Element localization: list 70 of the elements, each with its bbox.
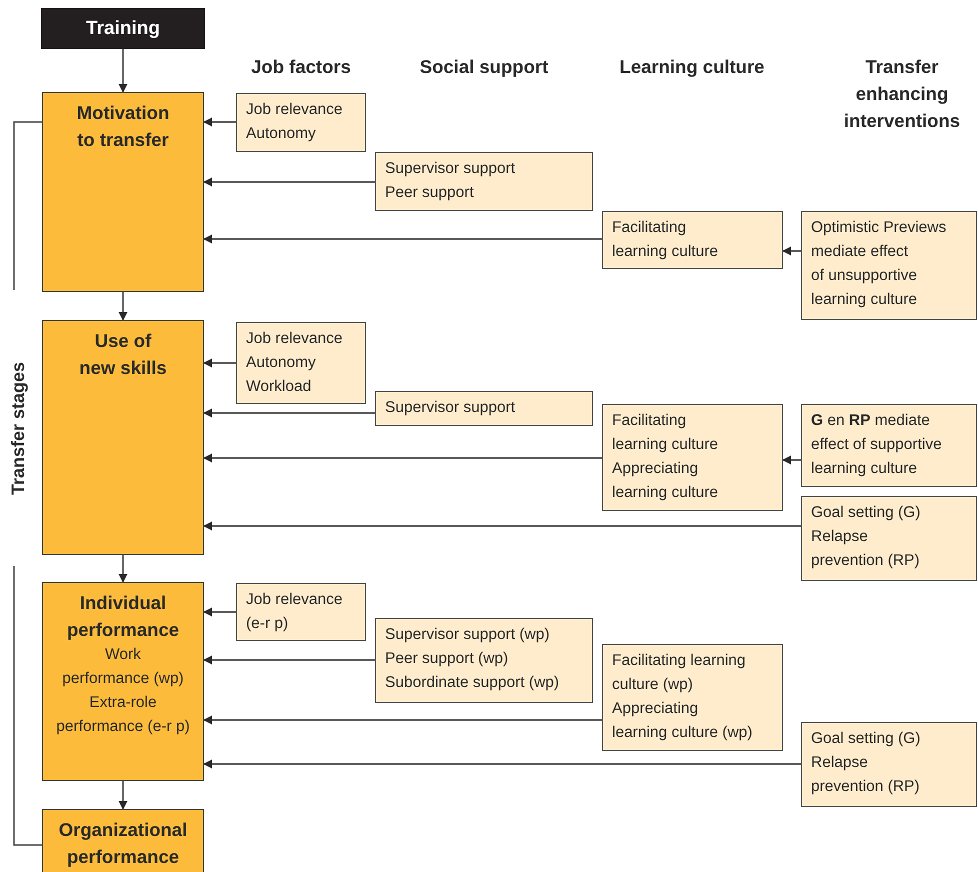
column-header: Social support [418, 55, 550, 79]
arrow [203, 118, 236, 126]
factor-text: Autonomy [246, 124, 317, 144]
factor-text: G en RP mediate effect of supportive learning culture [811, 411, 943, 479]
factor-text: Job relevance [246, 100, 344, 120]
arrow [203, 716, 602, 724]
factor-text: Peer support (wp) [385, 649, 510, 669]
arrow [782, 456, 801, 464]
stage-title: Motivation to transfer [76, 101, 170, 152]
factor-text: Peer support [385, 183, 475, 203]
factor-box [236, 583, 366, 641]
factor-text: Job relevance (e-r p) [246, 590, 344, 634]
arrow [203, 522, 801, 530]
factor-box [375, 391, 593, 426]
stage-title: Use of new skills [78, 329, 168, 380]
factor-box [801, 496, 977, 581]
arrow [203, 408, 375, 418]
bracket-label: Transfer stages [7, 360, 29, 497]
arrow [203, 760, 801, 768]
factor-text: Supervisor support (wp) [385, 625, 551, 645]
stage-title: Organizational performance [58, 818, 188, 869]
arrow [203, 454, 602, 462]
column-header: Job factors [250, 55, 352, 79]
factor-text: Goal setting (G) [811, 503, 922, 523]
arrow [203, 608, 236, 616]
arrow [203, 358, 236, 368]
arrow [203, 234, 602, 244]
factor-text: Relapse prevention (RP) [811, 527, 921, 571]
arrow [203, 178, 375, 186]
factor-text: Facilitating learning culture [612, 218, 719, 262]
factor-text: Workload [246, 377, 312, 397]
factor-text: Appreciating learning culture (wp) [612, 699, 754, 743]
factor-box [236, 93, 366, 152]
factor-text: Supervisor support [385, 398, 516, 418]
arrow [203, 656, 375, 664]
stage-title: Individual performance [66, 591, 180, 642]
arrow [782, 246, 801, 256]
stage-measure: Extra-role performance (e-r p) [55, 693, 191, 737]
stage-measure: Work performance (wp) [61, 645, 185, 689]
factor-box [801, 404, 977, 487]
factor-text: Supervisor support [385, 159, 516, 179]
factor-box [801, 211, 977, 320]
factor-text: Subordinate support (wp) [385, 673, 560, 693]
factor-box [375, 618, 593, 703]
stage-box [42, 92, 204, 292]
column-header: Transfer enhancing interventions [842, 55, 962, 133]
arrow [118, 781, 128, 810]
stage-box [42, 809, 204, 872]
stage-box [42, 582, 204, 781]
factor-text: Job relevance [246, 329, 344, 349]
factor-text: Autonomy [246, 353, 317, 373]
stage-title: Training [86, 17, 160, 41]
factor-box [602, 211, 783, 269]
stage-box [41, 8, 205, 49]
factor-text: Facilitating learning culture [612, 411, 719, 455]
factor-box [236, 322, 366, 404]
factor-text: Facilitating learning culture (wp) [612, 651, 747, 695]
arrow [118, 292, 128, 321]
factor-box [801, 722, 977, 807]
factor-text: Optimistic Previews mediate effect of unsupportive learning culture [811, 218, 948, 310]
factor-box [602, 644, 783, 751]
factor-box [602, 404, 783, 511]
factor-text: Goal setting (G) [811, 729, 922, 749]
factor-box [375, 152, 593, 211]
arrow [118, 49, 128, 93]
factor-text: Appreciating learning culture [612, 459, 719, 503]
factor-text: Relapse prevention (RP) [811, 753, 921, 797]
column-header: Learning culture [618, 55, 766, 79]
arrow [118, 555, 128, 583]
stage-box [42, 320, 204, 555]
